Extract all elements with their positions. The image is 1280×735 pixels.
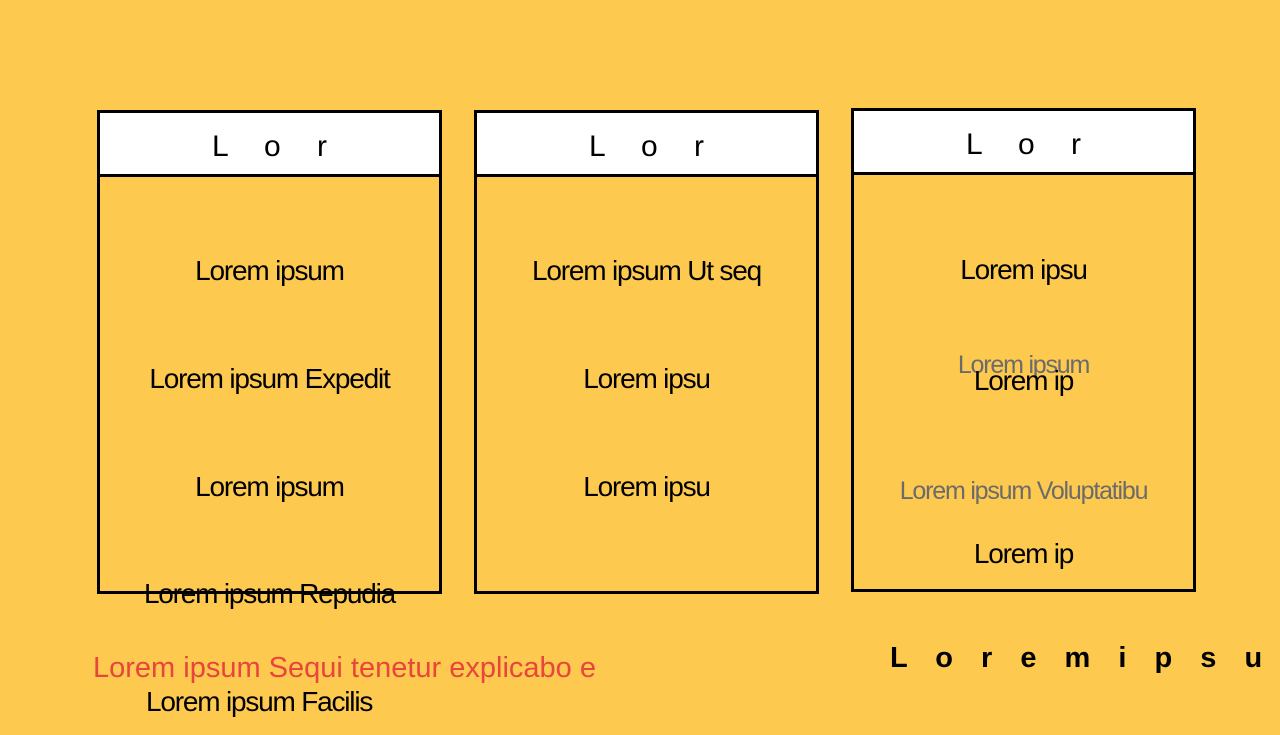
card-1-header: L o r xyxy=(100,113,439,177)
card-2-header: L o r xyxy=(477,113,816,177)
card-3-item-3: Lorem ip xyxy=(973,365,1075,396)
card-2-item-1: Lorem ipsum Ut seq xyxy=(532,255,762,286)
card-2-item-3: Lorem ipsu xyxy=(583,471,711,502)
footer-black-text: Lorem ipsum Facilis xyxy=(146,686,373,717)
card-1-item-1: Lorem ipsum xyxy=(195,255,345,286)
card-2-item-2: Lorem ipsu xyxy=(583,363,711,394)
card-1-item-2: Lorem ipsum Expedit xyxy=(149,363,390,394)
card-1-item-3: Lorem ipsum xyxy=(195,471,345,502)
card-1-overflow-item: Lorem ipsum Repudia xyxy=(143,578,396,609)
card-3-item-2-overlay: Lorem ipsum xyxy=(957,351,1090,379)
card-1: L o r Lorem ipsum Lorem ipsum Expedit Lo… xyxy=(97,110,442,594)
card-3: L o r Lorem ipsu Lorem ipsum Lorem ip Lo… xyxy=(851,108,1196,592)
card-3-item-1: Lorem ipsu xyxy=(960,254,1088,285)
footer-red-text: Lorem ipsum Sequi tenetur explicabo e xyxy=(93,652,596,684)
card-3-item-4: Lorem ipsum Voluptatibu xyxy=(899,477,1149,505)
card-3-item-5: Lorem ip xyxy=(973,538,1075,569)
footer-right-heading: L o r e m i p s u m xyxy=(890,642,1280,674)
card-3-header: L o r xyxy=(854,111,1193,175)
card-2: L o r Lorem ipsum Ut seq Lorem ipsu Lore… xyxy=(474,110,819,594)
